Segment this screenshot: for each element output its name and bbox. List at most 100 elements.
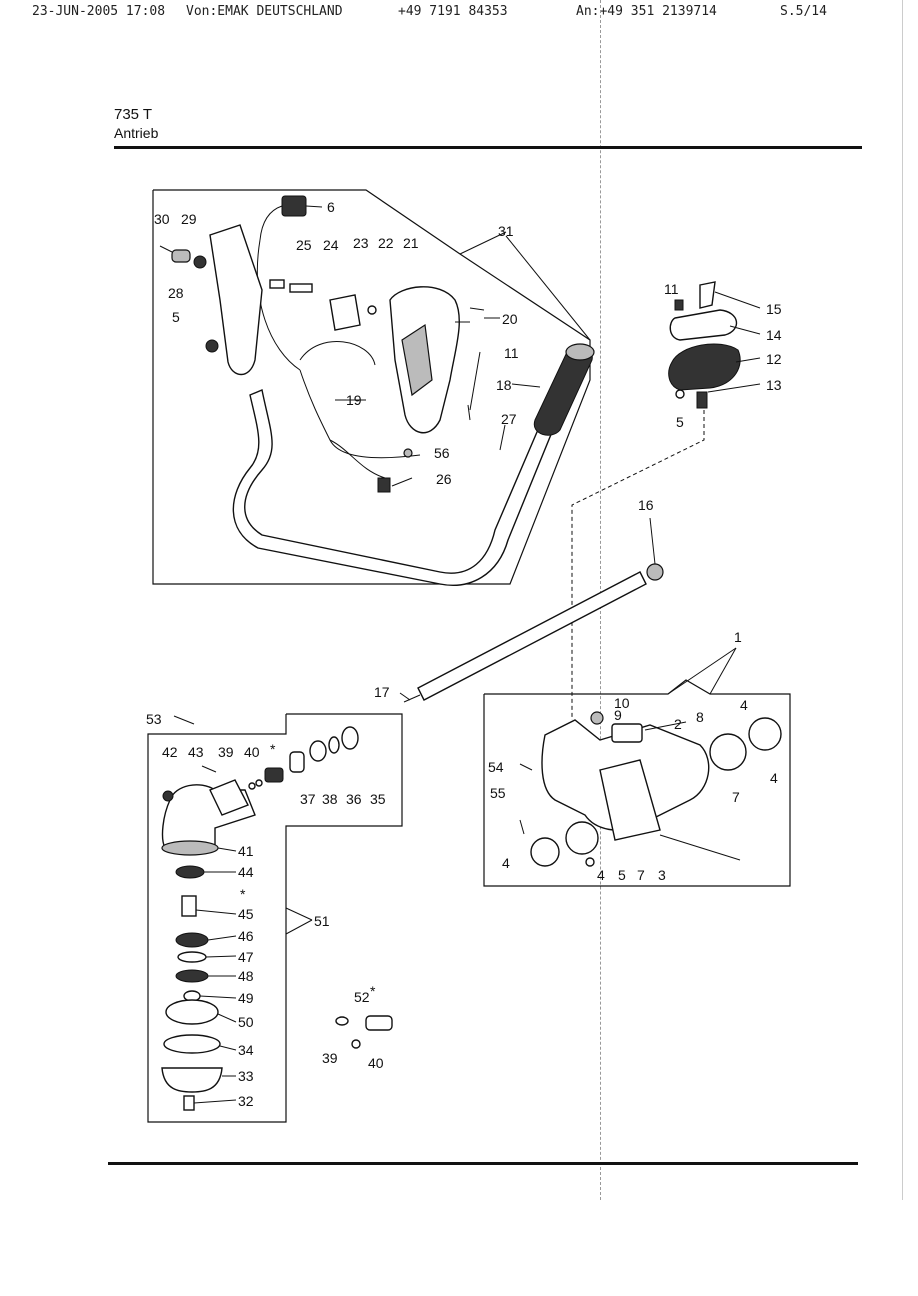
fax-page-number: S.5/14 xyxy=(780,4,827,19)
lock-lever-23 xyxy=(329,294,361,331)
nut-5 xyxy=(585,857,595,867)
callout-54: 54 xyxy=(488,759,504,775)
callout-4-left: 4 xyxy=(502,855,510,871)
gear-head-arm xyxy=(209,779,249,816)
gear-head-group xyxy=(147,713,403,1123)
washer-10 xyxy=(590,711,604,725)
washer-52b xyxy=(351,1039,361,1049)
ignition-wire xyxy=(256,239,301,371)
callout-11-handle: 11 xyxy=(504,345,519,361)
bracket-screw xyxy=(159,245,173,253)
handle-bracket xyxy=(209,224,263,376)
callout-21: 21 xyxy=(403,235,419,251)
callout-16: 16 xyxy=(638,497,654,513)
cable-terminal xyxy=(377,477,391,493)
callout-38: 38 xyxy=(322,791,338,807)
switch-wire xyxy=(259,205,283,241)
gear-head-frame xyxy=(147,713,403,1123)
bearing-37 xyxy=(289,751,305,773)
callout-26: 26 xyxy=(436,471,452,487)
callout-29: 29 xyxy=(181,211,197,227)
screw-55 xyxy=(519,819,525,835)
grip-end-cap xyxy=(565,343,595,361)
spring-25 xyxy=(269,279,285,289)
bearing-44 xyxy=(175,865,205,879)
ring-47 xyxy=(177,951,207,963)
pinion-gear xyxy=(264,767,284,783)
callout-35: 35 xyxy=(370,791,386,807)
clamp-to-housing-line xyxy=(571,410,705,720)
drive-bushing xyxy=(646,563,664,581)
clamp-upper xyxy=(669,309,738,341)
callout-39-head: 39 xyxy=(218,744,234,760)
clamp-spring xyxy=(696,391,708,409)
callout-9: 9 xyxy=(614,707,622,723)
callout-5-housing: 5 xyxy=(618,867,626,883)
circlip-35 xyxy=(341,726,359,750)
bracket-nut xyxy=(205,339,219,353)
callout-5-handle: 5 xyxy=(172,309,180,325)
clutch-shoe-4 xyxy=(748,717,782,751)
wire-loop xyxy=(299,341,376,366)
callout-3: 3 xyxy=(658,867,666,883)
callout-47: 47 xyxy=(238,949,254,965)
callout-32: 32 xyxy=(238,1093,254,1109)
callout-star-head: * xyxy=(270,741,276,757)
callout-18: 18 xyxy=(496,377,512,393)
title-block: 735 T Antrieb xyxy=(114,106,158,142)
drive-shaft-end xyxy=(403,694,421,703)
callout-44: 44 xyxy=(238,864,254,880)
bolt-53 xyxy=(173,715,195,725)
bracket-spring xyxy=(193,255,207,269)
housing-cover xyxy=(599,759,661,841)
clutch-drum-7 xyxy=(709,733,747,771)
switch-connector xyxy=(281,195,307,217)
callout-24: 24 xyxy=(323,237,339,253)
callout-50: 50 xyxy=(238,1014,254,1030)
callout-43: 43 xyxy=(188,744,204,760)
bearing-46 xyxy=(175,932,209,948)
callout-40-head: 40 xyxy=(244,744,260,760)
callout-star-stack: * xyxy=(240,886,246,902)
callout-53: 53 xyxy=(146,711,162,727)
callout-14: 14 xyxy=(766,327,782,343)
circlip-36 xyxy=(328,736,340,754)
callout-12: 12 xyxy=(766,351,782,367)
bearing-38 xyxy=(309,740,327,762)
callout-27: 27 xyxy=(501,411,517,427)
callout-41: 41 xyxy=(238,843,254,859)
callout-4-right: 4 xyxy=(770,770,778,786)
housing-screw-2 xyxy=(469,307,485,311)
callout-7-bottom: 7 xyxy=(637,867,645,883)
callout-7-right: 7 xyxy=(732,789,740,805)
cable-bundle xyxy=(329,439,386,479)
callout-42: 42 xyxy=(162,744,178,760)
callout-36: 36 xyxy=(346,791,362,807)
callout-37: 37 xyxy=(300,791,316,807)
spring-22 xyxy=(367,305,377,315)
callout-52: 52 xyxy=(354,989,370,1005)
callout-2: 2 xyxy=(674,716,682,732)
washer-39 xyxy=(248,782,256,790)
callout-10: 10 xyxy=(614,695,630,711)
screw-11 xyxy=(467,404,471,421)
grease-screw-42 xyxy=(162,790,174,802)
callout-48: 48 xyxy=(238,968,254,984)
housing-plate-2 xyxy=(611,723,643,743)
screw-43 xyxy=(201,765,217,773)
fax-date: 23-JUN-2005 17:08 xyxy=(32,4,166,19)
output-shaft-45 xyxy=(181,895,197,917)
callout-5-clamp: 5 xyxy=(676,414,684,430)
washer-52a xyxy=(335,1016,349,1026)
callout-23: 23 xyxy=(353,235,369,251)
clamp-nut xyxy=(675,389,685,399)
callout-25: 25 xyxy=(296,237,312,253)
callout-31: 31 xyxy=(498,223,514,239)
section-title: Antrieb xyxy=(114,125,159,141)
clamp-lower xyxy=(668,343,741,391)
header-rule xyxy=(114,146,862,149)
footer-rule xyxy=(108,1162,858,1165)
callout-19: 19 xyxy=(346,392,362,408)
callout-30: 30 xyxy=(154,211,170,227)
